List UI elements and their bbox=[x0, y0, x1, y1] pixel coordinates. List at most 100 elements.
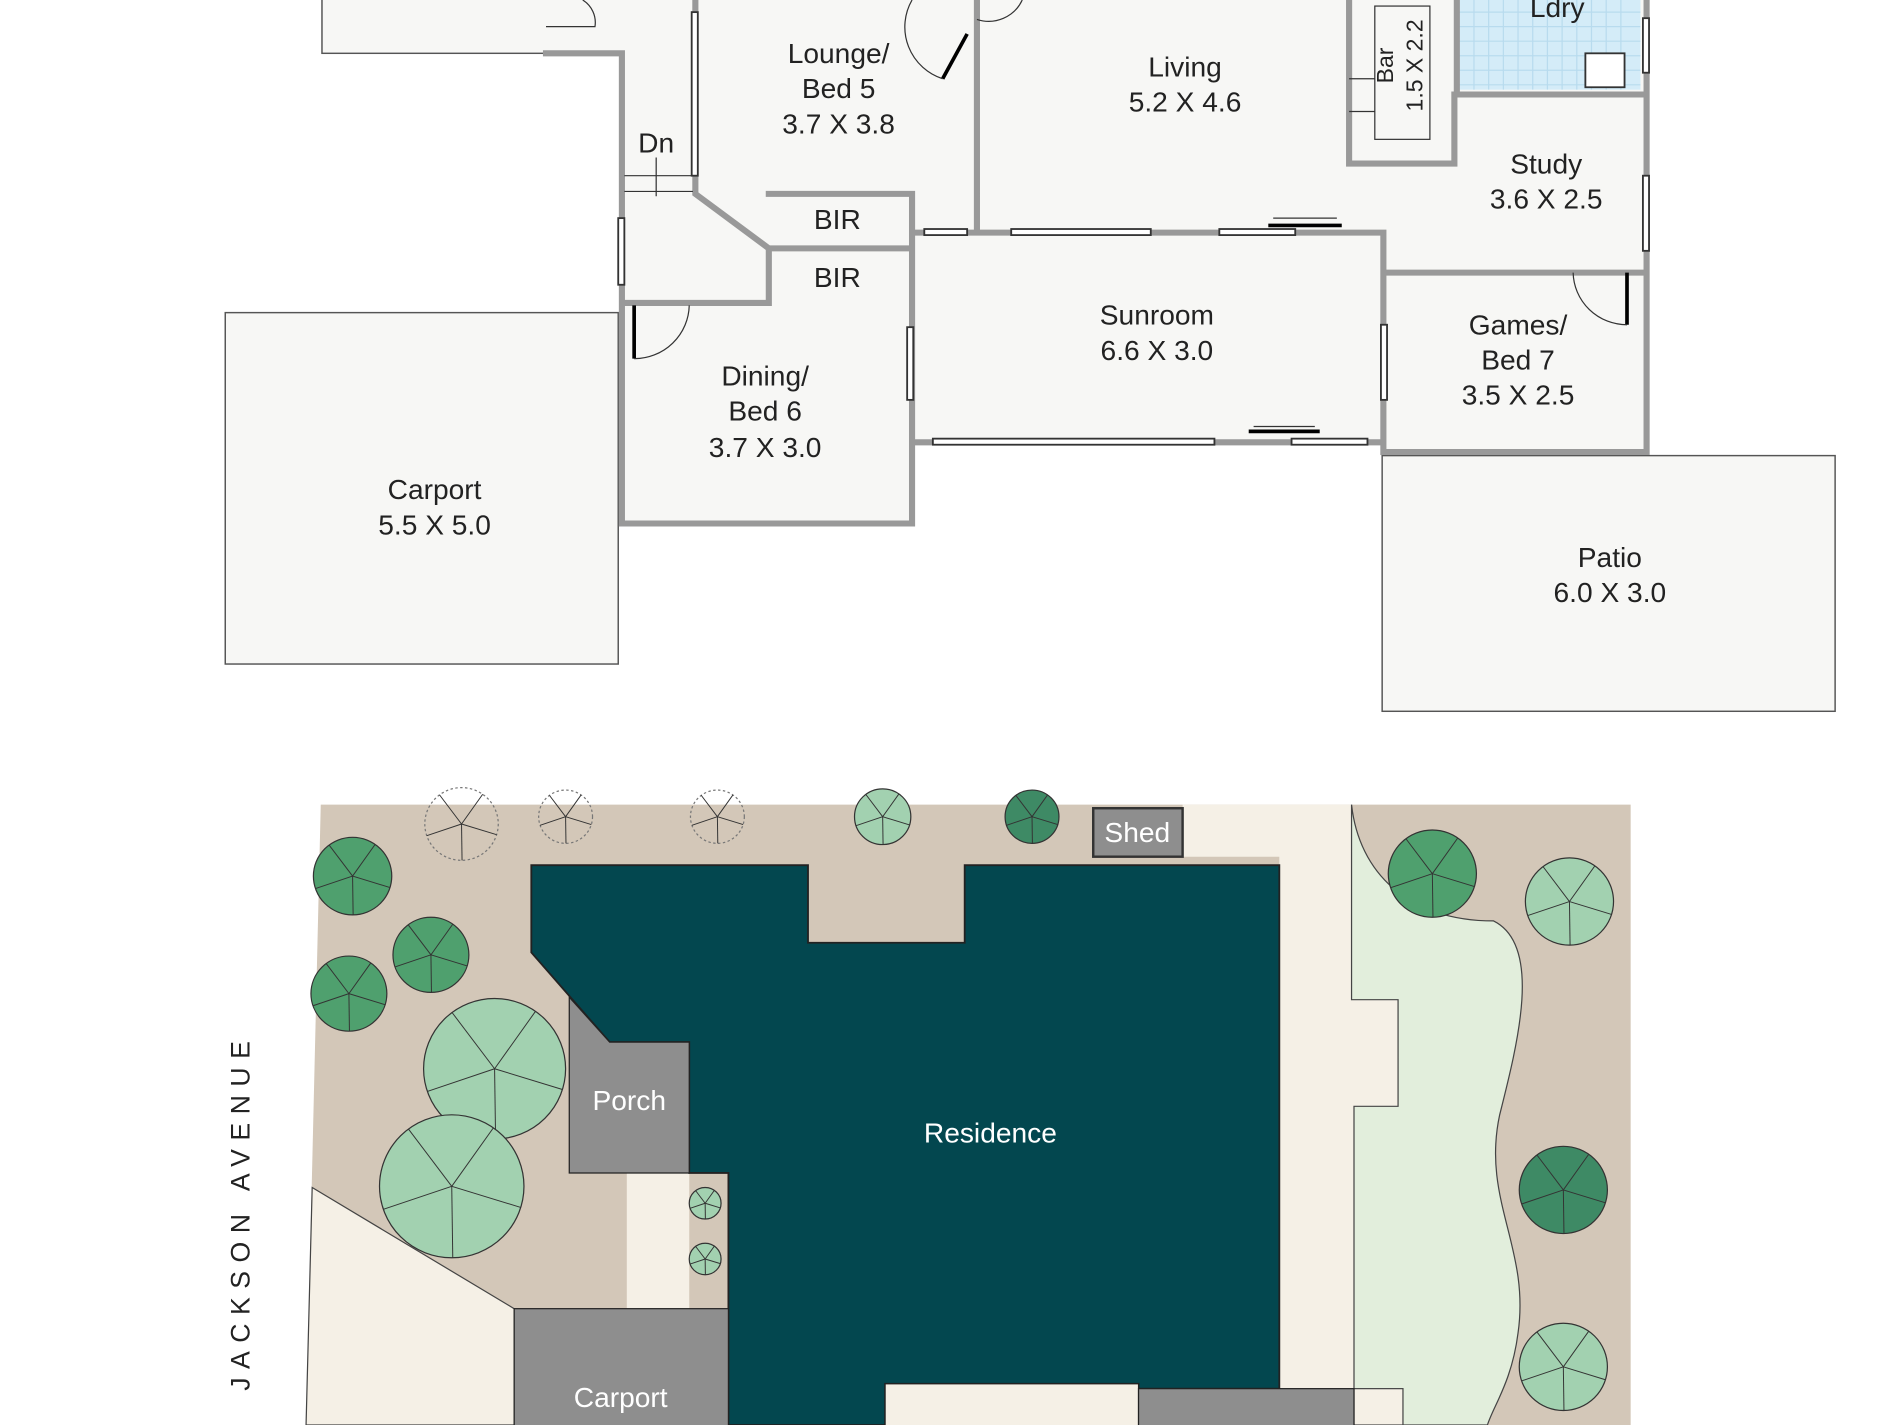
games-label-2: Bed 7 bbox=[1481, 345, 1555, 376]
tree-branch bbox=[689, 1202, 706, 1209]
tree-branch bbox=[352, 875, 391, 889]
tree-branch bbox=[1536, 1154, 1564, 1191]
tree-branch bbox=[325, 963, 350, 994]
tree-branch bbox=[700, 795, 718, 817]
tree-branch bbox=[1006, 816, 1033, 826]
tree-branch bbox=[1562, 1366, 1565, 1411]
left-path bbox=[305, 1186, 515, 1425]
lounge-dims: 3.7 X 3.8 bbox=[782, 108, 895, 139]
residence-label: Residence bbox=[924, 1118, 1057, 1149]
tree-branch bbox=[716, 794, 734, 817]
bir-label-2: BIR bbox=[814, 262, 861, 293]
house-floor bbox=[546, 0, 1647, 524]
tree-branch bbox=[691, 816, 718, 826]
carport-dims: 5.5 X 5.0 bbox=[378, 510, 491, 541]
tree-branch bbox=[439, 794, 462, 825]
tree-icon bbox=[689, 789, 745, 844]
tree-branch bbox=[1015, 795, 1033, 817]
sunroom-label: Sunroom bbox=[1100, 300, 1214, 331]
tree-branch bbox=[717, 816, 744, 826]
tree-icon bbox=[424, 787, 499, 861]
tree-branch bbox=[451, 1185, 521, 1208]
study-dims: 3.6 X 2.5 bbox=[1490, 184, 1603, 215]
tree-branch bbox=[565, 794, 582, 817]
lounge-label: Lounge/ bbox=[788, 38, 890, 69]
tree-branch bbox=[1031, 794, 1048, 817]
tree-branch bbox=[1431, 873, 1434, 918]
tree-branch bbox=[1563, 1189, 1606, 1204]
laundry-label: Ldry bbox=[1530, 0, 1585, 23]
tree-branch bbox=[352, 844, 376, 877]
tree-branch bbox=[315, 875, 353, 890]
lounge-label-2: Bed 5 bbox=[802, 73, 876, 104]
rear-structure bbox=[1137, 1388, 1355, 1425]
top-left-room bbox=[321, 0, 550, 55]
tree-branch bbox=[565, 816, 592, 826]
tree-branch bbox=[689, 1258, 706, 1265]
tree-branch bbox=[451, 1127, 494, 1187]
tree-branch bbox=[1563, 1366, 1606, 1381]
tree-branch bbox=[494, 1068, 497, 1140]
tree-branch bbox=[1562, 1189, 1565, 1234]
tree-branch bbox=[705, 1258, 721, 1265]
tree-branch bbox=[352, 876, 354, 915]
street-label: JACKSON AVENUE bbox=[226, 1033, 256, 1391]
tree-branch bbox=[882, 816, 910, 826]
tree-branch bbox=[407, 924, 432, 956]
tree-branch bbox=[1521, 1366, 1564, 1382]
tree-branch bbox=[1562, 1153, 1590, 1191]
tree-branch bbox=[451, 1012, 495, 1070]
tree-branch bbox=[695, 1190, 706, 1204]
tree-branch bbox=[408, 1128, 453, 1187]
tree-branch bbox=[430, 954, 432, 993]
sunroom-dims: 6.6 X 3.0 bbox=[1101, 335, 1214, 366]
bir-label-1: BIR bbox=[814, 204, 861, 235]
tree-branch bbox=[704, 1190, 715, 1204]
tree-branch bbox=[494, 1011, 536, 1070]
tree-branch bbox=[1569, 865, 1596, 902]
tree-branch bbox=[328, 844, 353, 877]
tree-branch bbox=[461, 823, 463, 861]
tree-branch bbox=[1527, 901, 1570, 917]
tree-branch bbox=[383, 1185, 452, 1210]
tree-branch bbox=[1536, 1331, 1564, 1368]
living-dims: 5.2 X 4.6 bbox=[1129, 87, 1242, 118]
site-plan: Residence Porch Carport Shed JACKSON AVE… bbox=[226, 787, 1631, 1425]
tree-branch bbox=[1542, 866, 1570, 902]
tree-branch bbox=[430, 954, 468, 967]
tree-branch bbox=[1432, 873, 1475, 888]
floor-plan: Lounge/ Bed 5 3.7 X 3.8 Living 5.2 X 4.6… bbox=[224, 0, 1836, 713]
games-dims: 3.5 X 2.5 bbox=[1462, 380, 1575, 411]
dining-label-2: Bed 6 bbox=[728, 396, 802, 427]
tree-branch bbox=[705, 1202, 721, 1209]
tree-branch bbox=[426, 823, 462, 837]
tree-branch bbox=[865, 794, 884, 817]
shed bbox=[1092, 807, 1184, 858]
tree-branch bbox=[461, 793, 484, 825]
porch bbox=[568, 995, 690, 1174]
patio-area bbox=[1381, 454, 1836, 713]
tree-branch bbox=[494, 1068, 563, 1090]
tree-branch bbox=[348, 993, 386, 1006]
patio-label: Patio bbox=[1578, 542, 1642, 573]
carport-label: Carport bbox=[388, 474, 482, 505]
site-carport bbox=[513, 1308, 730, 1425]
tree-branch bbox=[1431, 837, 1459, 874]
tree-branch bbox=[1562, 1330, 1590, 1368]
shed-label: Shed bbox=[1104, 817, 1170, 848]
dining-label: Dining/ bbox=[721, 360, 809, 391]
patio-dims: 6.0 X 3.0 bbox=[1554, 577, 1667, 608]
study-label: Study bbox=[1510, 148, 1582, 179]
tree-branch bbox=[427, 1068, 495, 1092]
driveway bbox=[1182, 804, 1399, 1425]
tree-branch bbox=[1568, 901, 1571, 946]
site-carport-label: Carport bbox=[574, 1382, 668, 1413]
bar-dims: 1.5 X 2.2 bbox=[1401, 19, 1427, 111]
laundry-sink-icon bbox=[1584, 52, 1626, 89]
bar-label: Bar bbox=[1372, 47, 1398, 83]
tree-branch bbox=[1405, 838, 1433, 874]
tree-branch bbox=[348, 962, 372, 994]
tree-branch bbox=[430, 923, 454, 956]
tree-branch bbox=[1569, 901, 1612, 915]
